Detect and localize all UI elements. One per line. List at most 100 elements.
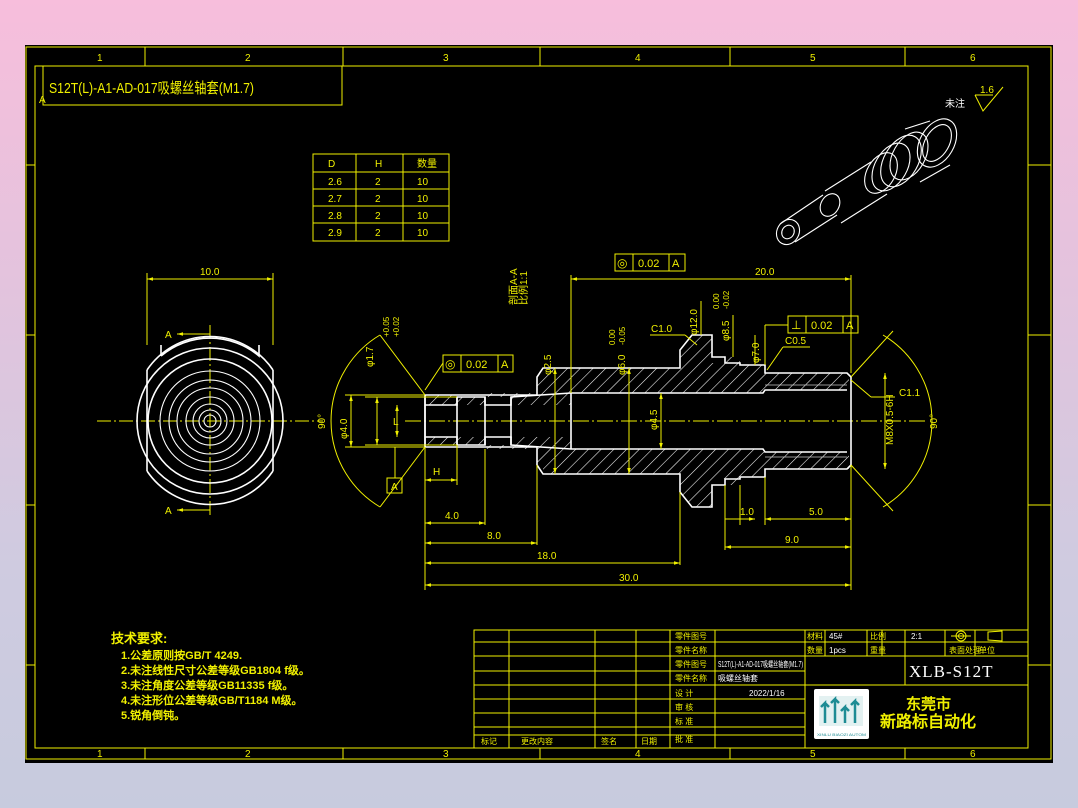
tb-part-number-label: 零件图号 (675, 631, 707, 641)
outer-border (25, 46, 1052, 760)
tech-item-2: 2.未注线性尺寸公差等级GB1804 f级。 (121, 663, 310, 677)
tech-heading: 技术要求: (111, 631, 167, 646)
param-cell-3-2: 10 (417, 228, 429, 239)
dim-dia17-tol-low: +0.02 (392, 316, 401, 337)
section-view: 90° 90° φ1.7 +0.05 +0.02 φ4.0 L ◎ 0.02 A (317, 253, 940, 590)
dim-angle-right: 90° (929, 414, 940, 429)
tb-designer-label: 设 计 (675, 688, 693, 698)
tb-qty-label: 数量 (807, 645, 823, 655)
zone-number-top-1: 1 (97, 53, 103, 64)
svg-text:0.02: 0.02 (638, 258, 659, 270)
isometric-view (775, 118, 958, 246)
dim-L: L (393, 417, 399, 428)
drawing-title: S12T(L)-A1-AD-017吸螺丝轴套(M1.7) (49, 80, 254, 97)
tb-weight-label: 重量 (870, 645, 886, 655)
dim-len90: 9.0 (785, 535, 799, 546)
zone-number-top-4: 4 (635, 53, 641, 64)
tb-part-number: S12T(L)-A1-AD-017吸螺丝轴套(M1.7) (718, 659, 803, 669)
zone-number-bottom-5: 5 (810, 749, 816, 760)
param-cell-1-1: 2 (375, 194, 381, 205)
dim-dia25: φ2.5 (543, 354, 554, 375)
param-header-0: D (328, 159, 335, 170)
tb-material: 45# (829, 632, 843, 641)
section-mark-top: A (165, 330, 172, 341)
company-line1: 东莞市 (906, 695, 951, 713)
tb-part-name-label: 零件名称 (675, 645, 707, 655)
datum-label: A (391, 482, 398, 493)
tb-drawing-code: XLB-S12T (909, 662, 994, 681)
zone-ticks (26, 47, 1051, 759)
zone-number-top-6: 6 (970, 53, 976, 64)
dim-dia17: φ1.7 (365, 346, 376, 367)
tb-bottom-change: 更改内容 (521, 736, 553, 746)
zone-number-bottom-1: 1 (97, 749, 103, 760)
tb-bottom-mark: 标记 (481, 736, 497, 746)
svg-text:A: A (846, 320, 854, 332)
tech-item-5: 5.锐角倒钝。 (121, 708, 185, 722)
svg-text:A: A (501, 359, 509, 371)
roughness-symbol: 1.6 (974, 85, 1004, 112)
dim-len80: 8.0 (487, 531, 501, 542)
param-cell-1-0: 2.7 (328, 194, 342, 205)
tb-approve-label: 批 准 (675, 734, 693, 744)
dim-len200: 20.0 (755, 267, 775, 278)
surface-note: 未注 (945, 97, 965, 110)
tb-bottom-sign: 签名 (601, 736, 617, 746)
param-cell-0-2: 10 (417, 177, 429, 188)
tb-part-name: 吸螺丝轴套 (718, 673, 758, 683)
svg-text:0.02: 0.02 (811, 320, 832, 332)
dim-chamfer10: C1.0 (651, 324, 673, 335)
gdt-perpendicular: ⊥ 0.02 A (764, 315, 859, 365)
logo-caption: XINLU BIAOZI AUTOM (817, 732, 866, 737)
dim-len180: 18.0 (537, 551, 557, 562)
dim-chamfer05: C0.5 (785, 336, 807, 347)
svg-text:◎: ◎ (617, 256, 627, 270)
param-cell-2-1: 2 (375, 211, 381, 222)
side-note-1: 剖面A-A (507, 268, 520, 305)
svg-text:0.02: 0.02 (466, 359, 487, 371)
tb-date: 2022/1/16 (749, 689, 785, 698)
dim-dia85-tol-up: 0.00 (712, 293, 721, 309)
gdt-concentric-left: ◎ 0.02 A (424, 354, 514, 391)
dim-dia60: φ6.0 (617, 354, 628, 375)
dim-len40: 4.0 (445, 511, 459, 522)
title-box (42, 66, 343, 106)
dim-dia40: φ4.0 (339, 418, 350, 439)
svg-text:⊥: ⊥ (791, 318, 801, 332)
dim-len10: 1.0 (740, 507, 754, 518)
param-cell-3-0: 2.9 (328, 228, 342, 239)
dim-angle-left: 90° (317, 414, 328, 429)
tb-scale: 2:1 (911, 632, 923, 641)
dim-dia60-tol-low: -0.05 (618, 326, 627, 345)
dim-H: H (433, 467, 440, 478)
dim-end-width: 10.0 (200, 267, 220, 278)
tb-standard-label: 标 准 (675, 716, 693, 726)
zone-number-bottom-4: 4 (635, 749, 641, 760)
end-view: 10.0 A A (97, 267, 323, 517)
dim-dia45: φ4.5 (649, 409, 660, 430)
dim-dia85: φ8.5 (721, 320, 732, 341)
tb-bottom-date: 日期 (641, 737, 657, 746)
tb-part-number-label-2: 零件图号 (675, 659, 707, 669)
dim-dia17-tol-up: +0.05 (382, 316, 391, 337)
dim-chamfer11: C1.1 (899, 388, 921, 399)
svg-text:◎: ◎ (445, 357, 455, 371)
tb-scale-label: 比例 (870, 631, 886, 641)
param-cell-0-0: 2.6 (328, 177, 342, 188)
section-mark-bottom: A (165, 506, 172, 517)
tb-material-label: 材料 (807, 631, 823, 641)
param-cell-2-2: 10 (417, 211, 429, 222)
dim-len300: 30.0 (619, 573, 639, 584)
zone-number-bottom-2: 2 (245, 749, 251, 760)
tb-unit-label: 单位 (979, 645, 995, 655)
zone-number-top-2: 2 (245, 53, 251, 64)
zone-number-bottom-6: 6 (970, 749, 976, 760)
param-cell-2-0: 2.8 (328, 211, 342, 222)
tech-item-3: 3.未注角度公差等级GB11335 f级。 (121, 678, 293, 692)
dim-dia85-tol-low: -0.02 (722, 290, 731, 309)
dim-thread: M8X0.5-6H (885, 394, 896, 445)
